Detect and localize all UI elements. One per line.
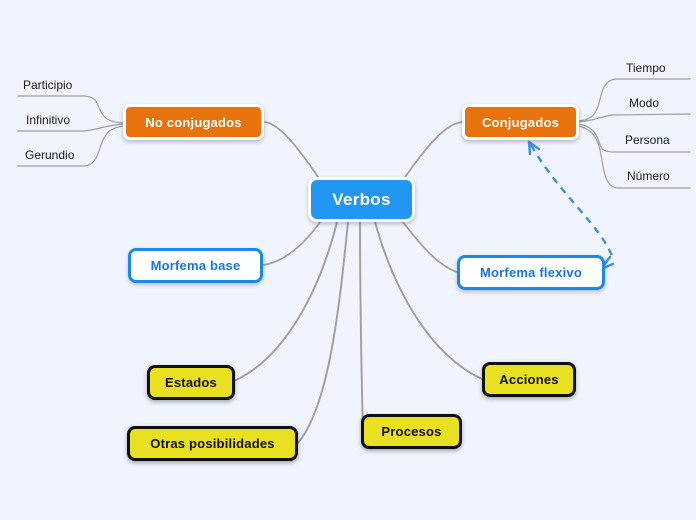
node-acciones-label: Acciones [499,372,559,387]
node-estados-label: Estados [165,375,217,390]
leaf-numero[interactable]: Número [627,169,670,183]
leaf-tiempo-label: Tiempo [626,61,666,75]
leaf-numero-label: Número [627,169,670,183]
node-conjugados-label: Conjugados [481,114,560,130]
central-node-label: Verbos [332,189,391,209]
edge-verbos-estados [233,221,338,382]
node-procesos-label: Procesos [381,424,442,439]
relation-arrow-group [527,140,615,271]
edge-verbos-otras [297,221,349,444]
node-morfema-flexivo[interactable]: Morfema flexivo [457,255,605,290]
node-no-conjugados-label: No conjugados [145,114,242,130]
node-morfema-base[interactable]: Morfema base [128,248,263,283]
edge-conj-modo [577,113,691,123]
leaf-infinitivo-label: Infinitivo [26,113,71,127]
relation-arrow-dashed-line [529,144,614,257]
relation-arrowhead-conjugados [527,140,541,156]
node-estados[interactable]: Estados [147,365,235,400]
leaf-participio-label: Participio [23,78,73,92]
edge-verbos-morfema-flexivo [401,220,458,273]
node-conjugados[interactable]: Conjugados [462,104,579,140]
leaf-infinitivo[interactable]: Infinitivo [26,113,70,127]
node-no-conjugados[interactable]: No conjugados [123,104,264,140]
edge-verbos-morfema-base [262,220,322,266]
node-morfema-base-label: Morfema base [150,258,241,273]
edge-verbos-no-conjugados [264,121,321,181]
leaf-participio[interactable]: Participio [23,78,72,92]
leaf-modo-label: Modo [629,96,660,110]
leaf-gerundio-label: Gerundio [25,148,75,162]
edge-verbos-acciones [374,221,483,380]
leaf-persona[interactable]: Persona [625,133,670,147]
central-node-verbos[interactable]: Verbos [308,177,415,222]
leaf-modo[interactable]: Modo [629,96,659,110]
leaf-tiempo[interactable]: Tiempo [626,61,666,75]
leaf-gerundio[interactable]: Gerundio [25,148,74,162]
edge-verbos-procesos [359,221,364,432]
node-procesos[interactable]: Procesos [361,414,462,449]
node-otras-posibilidades-label: Otras posibilidades [150,436,275,451]
node-otras-posibilidades[interactable]: Otras posibilidades [127,426,298,461]
node-morfema-flexivo-label: Morfema flexivo [480,265,582,280]
leaf-persona-label: Persona [625,133,670,147]
edge-verbos-conjugados [402,121,463,181]
node-acciones[interactable]: Acciones [482,362,576,397]
